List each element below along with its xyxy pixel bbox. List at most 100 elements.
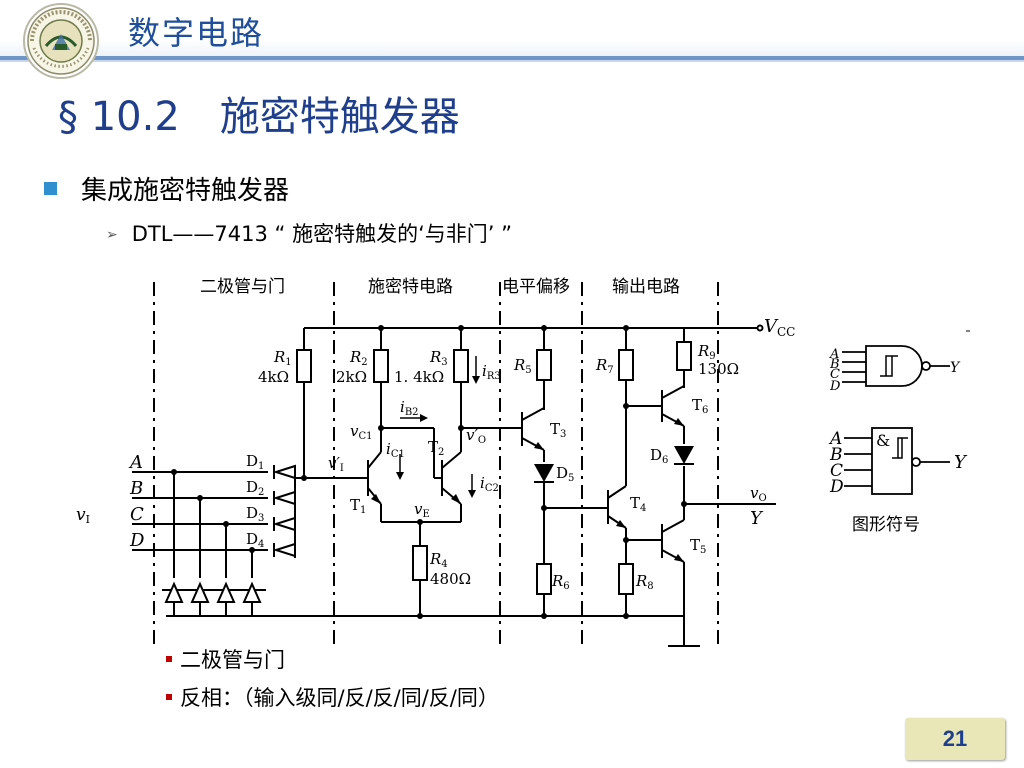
svg-text:R4: R4: [429, 550, 448, 570]
current-label: i: [386, 440, 391, 458]
resistor-label: R: [635, 572, 647, 590]
diode-label: D: [246, 478, 258, 496]
transistor-sub: 3: [560, 429, 566, 440]
slide-title: § 10.2 施密特触发器: [58, 94, 460, 140]
resistor-value: 2kΩ: [336, 368, 367, 386]
gate-input: A: [828, 429, 842, 449]
svg-text:iC2: iC2: [480, 474, 499, 494]
current-sub: C2: [485, 483, 499, 494]
bullet-text: DTL——7413 “ 施密特触发的‘与非门’ ”: [131, 222, 513, 246]
bullet-level-3: 反相：（输入级同/反/反/同/反/同）: [166, 682, 499, 712]
section-label: 二极管与门: [200, 277, 285, 297]
input-label: D: [129, 530, 145, 551]
section-label: 输出电路: [612, 277, 680, 297]
diode-label: D: [650, 446, 662, 464]
gate-input: C: [830, 367, 840, 382]
gate-output: Y: [950, 360, 961, 376]
svg-text:vE: vE: [414, 500, 430, 520]
output-label: v: [750, 484, 759, 502]
resistor-label: R: [513, 356, 525, 374]
node-sub: O: [478, 435, 486, 446]
current-sub: R3: [487, 371, 501, 382]
resistor-value: 1. 4kΩ: [394, 368, 444, 386]
transistor-label: T: [428, 438, 438, 456]
bullet-level-2: ➢ DTL——7413 “ 施密特触发的‘与非门’ ”: [106, 218, 512, 248]
transistor-label: T: [690, 536, 700, 554]
gate-input: C: [830, 461, 843, 481]
diode-sub: 3: [258, 513, 264, 524]
input-label: B: [129, 478, 143, 499]
resistor-sub: 2: [361, 357, 367, 368]
university-seal-icon: [23, 3, 99, 79]
resistor-sub: 9: [709, 351, 715, 362]
resistor-label: R: [551, 572, 563, 590]
svg-text:R7: R7: [595, 356, 614, 376]
section-label: 施密特电路: [368, 277, 453, 297]
diode-sub: 4: [258, 539, 264, 550]
vi-label: v: [76, 505, 86, 525]
bullet-level-1: 集成施密特触发器: [44, 170, 289, 207]
svg-text:D4: D4: [246, 530, 264, 550]
header-band: [0, 0, 1024, 56]
current-label: i: [400, 398, 405, 416]
section-label: 电平偏移: [502, 277, 570, 297]
resistor-sub: 4: [441, 559, 447, 570]
vcc-label: V: [764, 316, 779, 337]
header-bar: [0, 0, 1024, 62]
vcc-sub: CC: [777, 325, 795, 339]
circuit-diagram: 二极管与门 施密特电路 电平偏移 输出电路 VCC A B C D vI D1 …: [76, 277, 970, 648]
svg-text:VCC: VCC: [764, 316, 795, 339]
svg-text:T3: T3: [550, 420, 566, 440]
resistor-label: R: [697, 342, 709, 360]
bullet-square-icon: [166, 656, 172, 662]
resistor-value: 4kΩ: [258, 368, 289, 386]
diode-label: D: [246, 504, 258, 522]
node-label: v′: [328, 454, 340, 472]
transistor-sub: 2: [438, 447, 444, 458]
svg-text:v′I: v′I: [328, 454, 344, 474]
input-label: C: [130, 504, 144, 525]
svg-text:D2: D2: [246, 478, 264, 498]
bullet-level-3: 二极管与门: [166, 644, 285, 674]
gate-input: D: [829, 477, 844, 497]
svg-text:iC1: iC1: [386, 440, 405, 460]
diode-sub: 1: [258, 461, 264, 472]
transistor-sub: 4: [640, 503, 646, 514]
resistor-sub: 7: [607, 365, 613, 376]
resistor-sub: 3: [441, 357, 447, 368]
svg-text:R3: R3: [429, 348, 448, 368]
resistor-sub: 6: [563, 581, 569, 592]
page-number-badge: 21: [905, 718, 1005, 760]
resistor-sub: 1: [285, 357, 291, 368]
diode-sub: 2: [258, 487, 264, 498]
svg-text:R5: R5: [513, 356, 532, 376]
transistor-sub: 5: [700, 545, 706, 556]
transistor-label: T: [630, 494, 640, 512]
header-divider-light: [0, 60, 1024, 62]
output-sub: O: [758, 493, 766, 504]
current-sub: C1: [391, 449, 405, 460]
output-y-label: Y: [750, 508, 764, 529]
resistor-label: R: [429, 550, 441, 568]
resistor-label: R: [273, 348, 285, 366]
bullet-text: 集成施密特触发器: [81, 176, 290, 206]
svg-text:T6: T6: [692, 396, 708, 416]
node-label: v: [414, 500, 423, 518]
resistor-label: R: [595, 356, 607, 374]
resistor-sub: 8: [647, 581, 653, 592]
gate-input: A: [829, 347, 839, 362]
svg-text:vC1: vC1: [350, 422, 373, 442]
gate-input: D: [829, 379, 841, 394]
transistor-sub: 1: [360, 505, 366, 516]
diode-label: D: [556, 464, 568, 482]
svg-text:iR3: iR3: [482, 362, 501, 382]
svg-text:iB2: iB2: [400, 398, 419, 418]
arrow-bullet-icon: ➢: [106, 227, 118, 243]
svg-text:R1: R1: [273, 348, 292, 368]
node-sub: C1: [358, 431, 372, 442]
svg-text:R6: R6: [551, 572, 570, 592]
svg-text:D3: D3: [246, 504, 264, 524]
svg-text:T1: T1: [350, 496, 366, 516]
transistor-label: T: [350, 496, 360, 514]
svg-text:T2: T2: [428, 438, 444, 458]
